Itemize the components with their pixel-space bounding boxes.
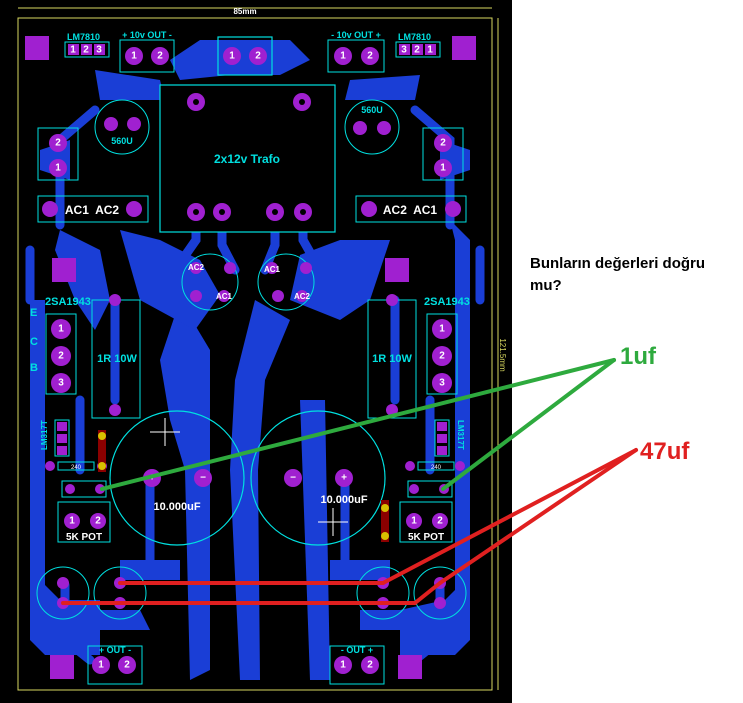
value-red-label: 47uf [640,438,690,465]
svg-text:3: 3 [401,45,407,56]
svg-text:1: 1 [411,516,417,527]
resistor-left-label: 1R 10W [97,353,137,365]
svg-text:+: + [149,473,155,484]
svg-text:2: 2 [439,351,445,362]
svg-text:2: 2 [124,660,130,671]
svg-text:1: 1 [55,163,61,174]
svg-text:3: 3 [96,45,102,56]
svg-text:1: 1 [98,660,104,671]
svg-text:2: 2 [58,351,64,362]
svg-text:2: 2 [95,516,101,527]
cap-small-right-label: 560U [361,105,383,115]
svg-text:2: 2 [367,660,373,671]
svg-text:3: 3 [58,378,64,389]
question-line-2: mu? [530,277,562,294]
transformer-label: 2x12v Trafo [214,152,280,166]
big-cap-left-label: 10.000uF [153,501,200,513]
pcb-drawing: 85mm 121.5mm [17,7,507,691]
lm317-right-label: LM317T [456,420,465,450]
value-green-label: 1uf [620,343,656,370]
bridge-left-ac2: AC2 [188,263,205,272]
svg-text:1: 1 [340,51,346,62]
transistor-left-label: 2SA1943 [45,296,91,308]
bridge-right-ac1: AC1 [264,265,281,274]
dimension-side-label: 121.5mm [498,338,507,372]
svg-text:−: − [290,473,296,484]
svg-text:1: 1 [58,324,64,335]
pin-b-label: B [30,362,38,374]
ac-left-label: AC1 AC2 [65,203,120,217]
regulator-left-label: LM7810 [67,32,100,42]
out-bottom-left-label: + OUT - [99,645,131,655]
small-res-right-label: 240 [431,465,442,471]
big-cap-right-label: 10.000uF [320,494,367,506]
svg-text:1: 1 [427,45,433,56]
regulator-right-label: LM7810 [398,32,431,42]
svg-text:+: + [341,473,347,484]
svg-text:1: 1 [340,660,346,671]
small-res-left-label: 240 [71,465,82,471]
svg-text:2: 2 [55,138,61,149]
svg-text:1: 1 [69,516,75,527]
svg-text:1: 1 [229,51,235,62]
pot-left-label: 5K POT [66,532,102,543]
svg-text:3: 3 [439,378,445,389]
out-top-right-label: - 10v OUT + [331,30,381,40]
svg-text:−: − [200,473,206,484]
pot-right-label: 5K POT [408,532,444,543]
svg-text:2: 2 [157,51,163,62]
question-text: Bunların değerleri doğru mu? [530,253,705,297]
lm317-left-label: LM317T [40,420,49,450]
svg-text:1: 1 [131,51,137,62]
dimension-top-label: 85mm [233,7,256,16]
svg-text:2: 2 [440,138,446,149]
question-line-1: Bunların değerleri doğru [530,255,706,272]
cap-small-left-label: 560U [111,136,133,146]
svg-text:1: 1 [439,324,445,335]
svg-text:2: 2 [367,51,373,62]
out-top-left-label: + 10v OUT - [122,30,172,40]
bridge-right-ac2: AC2 [294,292,311,301]
svg-text:2: 2 [83,45,89,56]
svg-text:1: 1 [440,163,446,174]
pin-c-label: C [30,336,38,348]
svg-text:2: 2 [414,45,420,56]
svg-text:1: 1 [70,45,76,56]
svg-text:2: 2 [255,51,261,62]
svg-text:2: 2 [437,516,443,527]
transistor-right-label: 2SA1943 [424,296,470,308]
pin-e-label: E [30,307,37,319]
out-bottom-right-label: - OUT + [341,645,373,655]
pcb-board: 85mm 121.5mm [0,0,512,703]
resistor-right-label: 1R 10W [372,353,412,365]
ac-right-label: AC2 AC1 [383,203,438,217]
bridge-left-ac1: AC1 [216,292,233,301]
